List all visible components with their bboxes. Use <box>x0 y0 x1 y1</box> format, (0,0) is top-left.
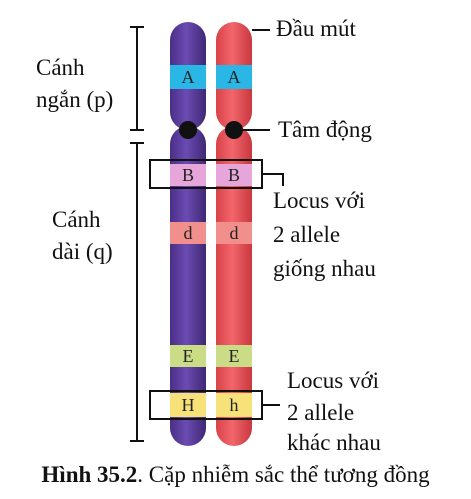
band-left-H <box>170 393 206 417</box>
band-right-A <box>216 65 252 89</box>
band-letter-right-h: h <box>230 395 239 415</box>
locus-diff-label-line1: Locus với <box>287 368 380 393</box>
band-right-d <box>216 222 252 244</box>
centromere-label: Tâm động <box>278 117 372 142</box>
band-letter-right-B: B <box>228 165 240 185</box>
band-left-A <box>170 65 206 89</box>
band-letter-right-d: d <box>230 223 239 243</box>
telomere-label: Đầu mút <box>276 16 356 41</box>
band-letter-left-A: A <box>182 67 195 87</box>
band-letter-right-E: E <box>229 346 240 366</box>
p-arm-bracket <box>130 26 144 131</box>
locus-same-label-line1: Locus với <box>273 188 366 213</box>
caption-number: Hình 35.2 <box>41 462 138 487</box>
locus-diff-label-line2: 2 allele <box>287 400 355 425</box>
band-right-B <box>216 164 252 186</box>
chromosome-left <box>170 22 206 446</box>
locus-same-label-line3: giống nhau <box>273 256 376 281</box>
band-letter-left-B: B <box>182 165 194 185</box>
q-arm-bracket <box>130 142 144 442</box>
band-letter-left-E: E <box>183 346 194 366</box>
caption-text: . Cặp nhiễm sắc thể tương đồng <box>137 462 430 487</box>
band-letter-right-A: A <box>228 67 241 87</box>
band-letter-left-d: d <box>184 223 193 243</box>
band-left-B <box>170 164 206 186</box>
band-letter-left-H: H <box>182 395 195 415</box>
band-left-d <box>170 222 206 244</box>
locus-same-connector <box>262 173 284 186</box>
locus-diff-label-line3: khác nhau <box>287 430 381 455</box>
arm-p-label-line1: Cánh <box>36 55 85 80</box>
centromere-right <box>225 121 243 139</box>
figure-caption: Hình 35.2. Cặp nhiễm sắc thể tương đồng <box>0 462 471 488</box>
band-right-E <box>216 345 252 367</box>
band-left-E <box>170 345 206 367</box>
arm-q-label-line1: Cánh <box>52 207 101 232</box>
arm-p-label-line2: ngắn (p) <box>36 87 114 112</box>
chromosome-right <box>216 22 252 446</box>
band-right-h <box>216 393 252 417</box>
arm-q-label-line2: dài (q) <box>52 239 113 264</box>
locus-same-label-line2: 2 allele <box>273 222 341 247</box>
centromere-left <box>179 121 197 139</box>
